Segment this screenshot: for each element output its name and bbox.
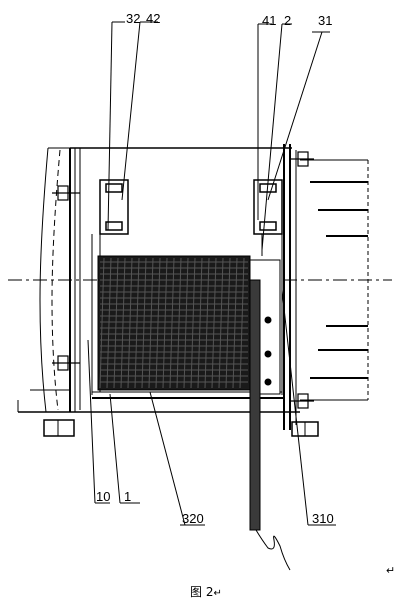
label-310: 310 [312, 511, 334, 526]
label-31: 31 [318, 13, 333, 28]
right-flange [283, 144, 369, 430]
corner-mark: ↵ [386, 565, 396, 577]
label-10: 10 [96, 489, 111, 504]
bracket-left [99, 179, 129, 235]
label-32: 32 [126, 11, 141, 26]
label-42: 42 [146, 11, 161, 26]
figure-caption: 图 2↵ [190, 586, 222, 599]
caption-mark: ↵ [213, 588, 222, 599]
strip-310 [249, 259, 291, 571]
caption-text: 图 2 [190, 585, 214, 599]
coil-winding [97, 255, 251, 391]
label-320: 320 [182, 511, 204, 526]
label-41: 41 [262, 13, 277, 28]
leader-lines [87, 21, 336, 526]
bolts [52, 151, 314, 409]
feet [43, 419, 319, 437]
housing-outline [17, 147, 300, 413]
label-2: 2 [284, 13, 292, 28]
label-1: 1 [124, 489, 132, 504]
